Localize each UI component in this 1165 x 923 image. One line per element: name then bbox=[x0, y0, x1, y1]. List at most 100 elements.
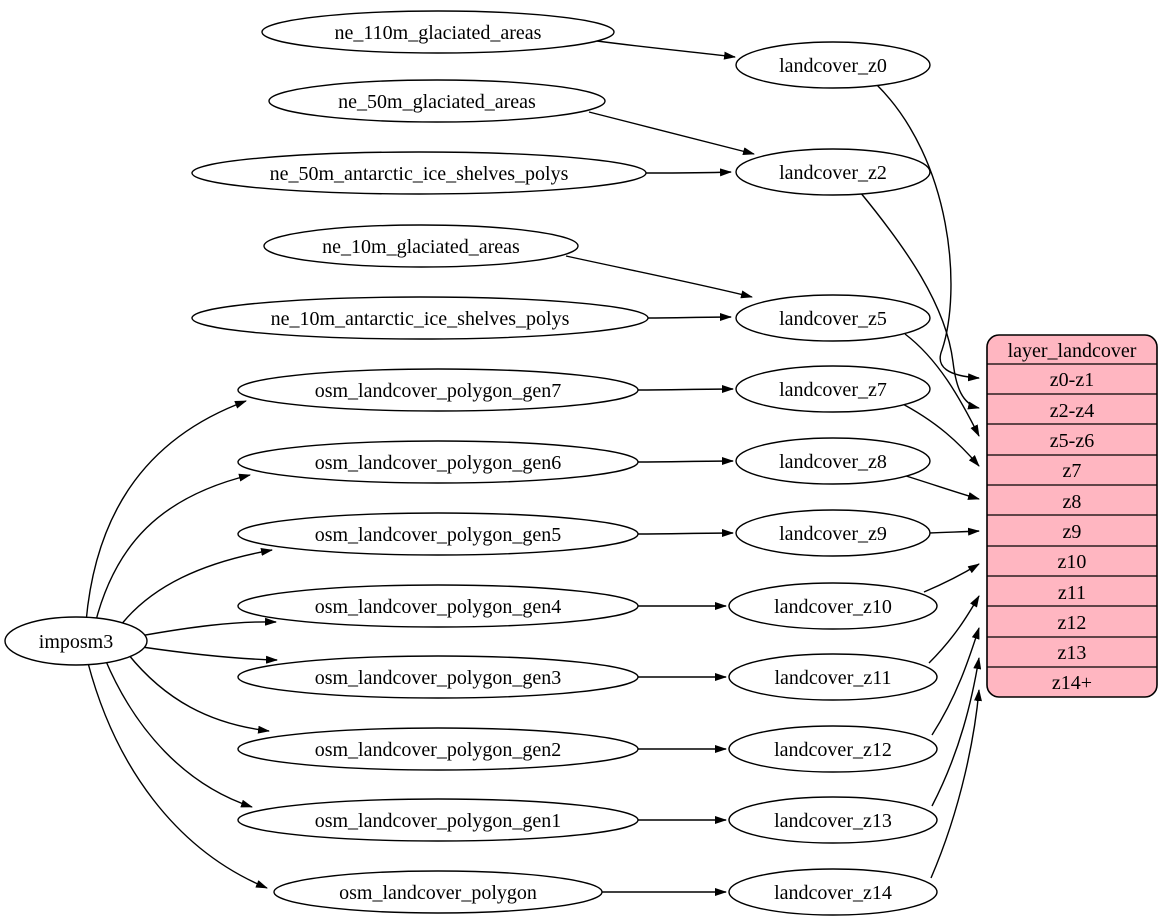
node-osm-landcover-polygon-gen3: osm_landcover_polygon_gen3 bbox=[237, 655, 639, 699]
edge-imposm3-gen5 bbox=[116, 548, 273, 631]
node-landcover-z10-shape bbox=[728, 582, 938, 630]
node-landcover-z5-shape bbox=[735, 294, 931, 342]
node-osm-landcover-polygon-gen2-label: osm_landcover_polygon_gen2 bbox=[315, 739, 562, 761]
node-osm-landcover-polygon-gen1-shape bbox=[237, 798, 639, 842]
edge-z2-row-z2-z4 bbox=[859, 191, 980, 410]
node-ne-10m-antarctic-ice-shelves-polys-shape bbox=[191, 296, 649, 340]
node-osm-landcover-polygon-label: osm_landcover_polygon bbox=[339, 882, 537, 904]
node-landcover-z0-shape bbox=[735, 41, 931, 89]
edge-z10-row-z10 bbox=[923, 563, 980, 593]
edge-z11-row-z11 bbox=[928, 595, 980, 664]
node-landcover-z11-label: landcover_z11 bbox=[775, 667, 892, 689]
table-row-z7: z7 bbox=[1063, 460, 1082, 482]
node-ne-50m-antarctic-ice-shelves-polys-label: ne_50m_antarctic_ice_shelves_polys bbox=[270, 163, 569, 185]
edge-ne50m-antarctic-z2 bbox=[645, 168, 732, 177]
node-landcover-z8-label: landcover_z8 bbox=[779, 451, 887, 473]
table-row-z13: z13 bbox=[1058, 642, 1087, 664]
node-ne-110m-glaciated-areas-label: ne_110m_glaciated_areas bbox=[335, 22, 542, 44]
node-osm-landcover-polygon-gen3-shape bbox=[237, 655, 639, 699]
edge-layer bbox=[85, 40, 982, 896]
edge-imposm3-gen4 bbox=[139, 617, 277, 637]
node-osm-landcover-polygon-gen1: osm_landcover_polygon_gen1 bbox=[237, 798, 639, 842]
node-imposm3: imposm3 bbox=[4, 616, 148, 666]
table-row-z11: z11 bbox=[1058, 582, 1086, 604]
node-osm-landcover-polygon-gen7-shape bbox=[237, 368, 639, 412]
node-osm-landcover-polygon-gen5-label: osm_landcover_polygon_gen5 bbox=[315, 524, 562, 546]
node-ne-110m-glaciated-areas-shape bbox=[261, 10, 615, 54]
node-ne-50m-glaciated-areas-label: ne_50m_glaciated_areas bbox=[338, 91, 536, 113]
node-landcover-z2-label: landcover_z2 bbox=[779, 162, 887, 184]
edge-z0-row-z0-z1 bbox=[876, 84, 980, 382]
table-row-z5-z6: z5-z6 bbox=[1050, 430, 1094, 452]
edge-imposm3-gen6 bbox=[94, 473, 251, 625]
node-osm-landcover-polygon-gen7-label: osm_landcover_polygon_gen7 bbox=[315, 380, 562, 402]
node-landcover-z11-shape bbox=[728, 653, 938, 701]
node-landcover-z14-shape bbox=[728, 868, 938, 916]
node-landcover-z9-label: landcover_z9 bbox=[779, 523, 887, 545]
node-imposm3-shape bbox=[4, 616, 148, 666]
edge-ne110m-z0 bbox=[596, 40, 736, 60]
node-landcover-z13-shape bbox=[728, 796, 938, 844]
table-header-label: layer_landcover bbox=[1008, 340, 1137, 362]
node-osm-landcover-polygon-gen6-shape bbox=[237, 440, 639, 484]
node-ne-10m-glaciated-areas: ne_10m_glaciated_areas bbox=[263, 224, 579, 268]
node-landcover-z9: landcover_z9 bbox=[735, 509, 931, 557]
node-landcover-z13: landcover_z13 bbox=[728, 796, 938, 844]
node-osm-landcover-polygon-gen6-label: osm_landcover_polygon_gen6 bbox=[315, 452, 562, 474]
edge-z14-row-z14plus bbox=[930, 689, 982, 879]
edge-ne50m-glaciated-z2 bbox=[588, 111, 755, 156]
node-osm-landcover-polygon-shape bbox=[273, 870, 603, 914]
node-landcover-z7-shape bbox=[735, 365, 931, 413]
node-osm-landcover-polygon: osm_landcover_polygon bbox=[273, 870, 603, 914]
node-osm-landcover-polygon-gen5: osm_landcover_polygon_gen5 bbox=[237, 512, 639, 556]
table-row-z2-z4: z2-z4 bbox=[1050, 400, 1094, 422]
edge-ne10m-glaciated-z5 bbox=[565, 255, 753, 299]
node-ne-110m-glaciated-areas: ne_110m_glaciated_areas bbox=[261, 10, 615, 54]
edge-z5-row-z5-z6 bbox=[904, 333, 980, 437]
node-landcover-z7-label: landcover_z7 bbox=[779, 379, 887, 401]
edge-z9-row-z9 bbox=[928, 527, 980, 536]
node-landcover-z14-label: landcover_z14 bbox=[774, 882, 892, 904]
node-osm-landcover-polygon-gen2-shape bbox=[237, 727, 639, 771]
node-landcover-z12: landcover_z12 bbox=[728, 725, 938, 773]
node-landcover-z13-label: landcover_z13 bbox=[774, 810, 892, 832]
edge-z13-row-z13 bbox=[931, 657, 982, 807]
edge-imposm3-gen1 bbox=[104, 658, 253, 808]
node-landcover-z10-label: landcover_z10 bbox=[774, 596, 892, 618]
table-row-z9: z9 bbox=[1063, 521, 1082, 543]
node-osm-landcover-polygon-gen4-label: osm_landcover_polygon_gen4 bbox=[315, 596, 562, 618]
node-ne-10m-glaciated-areas-shape bbox=[263, 224, 579, 268]
node-ne-10m-antarctic-ice-shelves-polys-label: ne_10m_antarctic_ice_shelves_polys bbox=[271, 308, 570, 330]
node-landcover-z2: landcover_z2 bbox=[735, 148, 931, 196]
node-landcover-z5-label: landcover_z5 bbox=[779, 308, 887, 330]
node-landcover-z14: landcover_z14 bbox=[728, 868, 938, 916]
node-landcover-z5: landcover_z5 bbox=[735, 294, 931, 342]
node-osm-landcover-polygon-gen2: osm_landcover_polygon_gen2 bbox=[237, 727, 639, 771]
node-osm-landcover-polygon-gen4: osm_landcover_polygon_gen4 bbox=[237, 584, 639, 628]
node-landcover-z8: landcover_z8 bbox=[735, 437, 931, 485]
node-landcover-z0-label: landcover_z0 bbox=[779, 55, 887, 77]
edge-imposm3-gen3 bbox=[141, 646, 278, 664]
edge-gen7-z7 bbox=[637, 385, 734, 394]
table-row-z14plus: z14+ bbox=[1052, 672, 1092, 694]
node-osm-landcover-polygon-gen1-label: osm_landcover_polygon_gen1 bbox=[315, 810, 562, 832]
node-osm-landcover-polygon-gen6: osm_landcover_polygon_gen6 bbox=[237, 440, 639, 484]
edge-ne10m-antarctic-z5 bbox=[646, 313, 732, 322]
edge-imposm3-polygon bbox=[87, 662, 268, 889]
node-ne-10m-antarctic-ice-shelves-polys: ne_10m_antarctic_ice_shelves_polys bbox=[191, 296, 649, 340]
edge-gen5-z9 bbox=[637, 529, 734, 538]
node-osm-landcover-polygon-gen3-label: osm_landcover_polygon_gen3 bbox=[315, 667, 562, 689]
edge-imposm3-gen2 bbox=[127, 653, 270, 734]
table-layer-landcover: layer_landcover z0-z1 z2-z4 z5-z6 z7 z8 … bbox=[986, 334, 1158, 698]
table-row-z8: z8 bbox=[1063, 491, 1082, 513]
node-ne-50m-antarctic-ice-shelves-polys-shape bbox=[191, 151, 647, 195]
node-osm-landcover-polygon-gen7: osm_landcover_polygon_gen7 bbox=[237, 368, 639, 412]
node-landcover-z7: landcover_z7 bbox=[735, 365, 931, 413]
edge-z7-row-z7 bbox=[896, 400, 980, 467]
edge-gen6-z8 bbox=[637, 457, 734, 466]
edge-z12-row-z12 bbox=[931, 627, 980, 736]
node-ne-50m-antarctic-ice-shelves-polys: ne_50m_antarctic_ice_shelves_polys bbox=[191, 151, 647, 195]
node-ne-50m-glaciated-areas: ne_50m_glaciated_areas bbox=[268, 79, 606, 123]
node-landcover-z11: landcover_z11 bbox=[728, 653, 938, 701]
